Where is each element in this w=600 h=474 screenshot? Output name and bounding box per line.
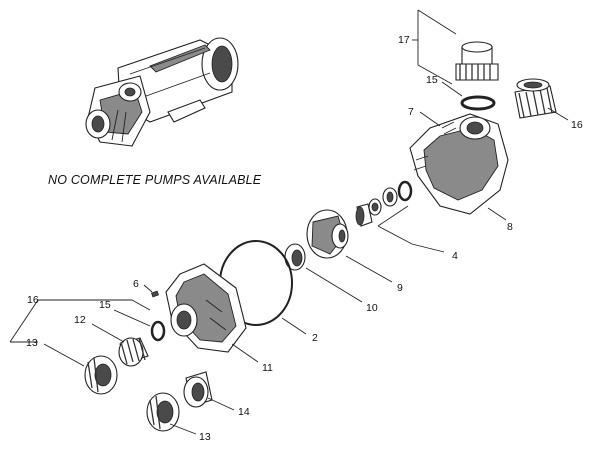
union-tailpiece-14 [183, 371, 213, 408]
callout-16-left: 16 [27, 294, 39, 306]
callout-16-right: 16 [571, 119, 583, 131]
o-ring-15-upper [460, 95, 496, 111]
callout-2: 2 [312, 332, 318, 344]
callout-14: 14 [238, 406, 250, 418]
union-nut-13-lower [146, 392, 180, 432]
wear-ring-10 [284, 243, 306, 271]
callout-4: 4 [452, 250, 458, 262]
pump-cover-11 [165, 263, 247, 353]
callout-15-lower: 15 [99, 299, 111, 311]
callout-10: 10 [366, 302, 378, 314]
callout-17: 17 [398, 34, 410, 46]
callout-numbers: 17 15 16 7 8 4 9 10 2 11 6 16 15 12 13 1… [26, 34, 583, 443]
union-nut-16-right [514, 78, 557, 119]
callout-8: 8 [507, 221, 513, 233]
callout-9: 9 [397, 282, 403, 294]
callout-12: 12 [74, 314, 86, 326]
callout-7: 7 [408, 106, 414, 118]
leader-lines [9, 9, 569, 435]
callout-13-upper: 13 [26, 337, 38, 349]
seal-assembly-4 [355, 180, 413, 227]
callout-13-lower: 13 [199, 431, 211, 443]
impeller-9 [306, 209, 349, 259]
callout-15-upper: 15 [426, 74, 438, 86]
callout-11: 11 [262, 362, 273, 374]
availability-note: NO COMPLETE PUMPS AVAILABLE [48, 173, 262, 187]
pump-volute-housing [409, 113, 509, 215]
o-ring-15-lower [150, 320, 166, 342]
callout-6: 6 [133, 278, 139, 290]
complete-pump-illustration [85, 37, 239, 147]
union-tailpiece-12 [118, 337, 149, 367]
union-fitting-17 [455, 41, 499, 81]
union-nut-13-upper [84, 355, 118, 395]
drain-plug-6 [150, 290, 160, 298]
